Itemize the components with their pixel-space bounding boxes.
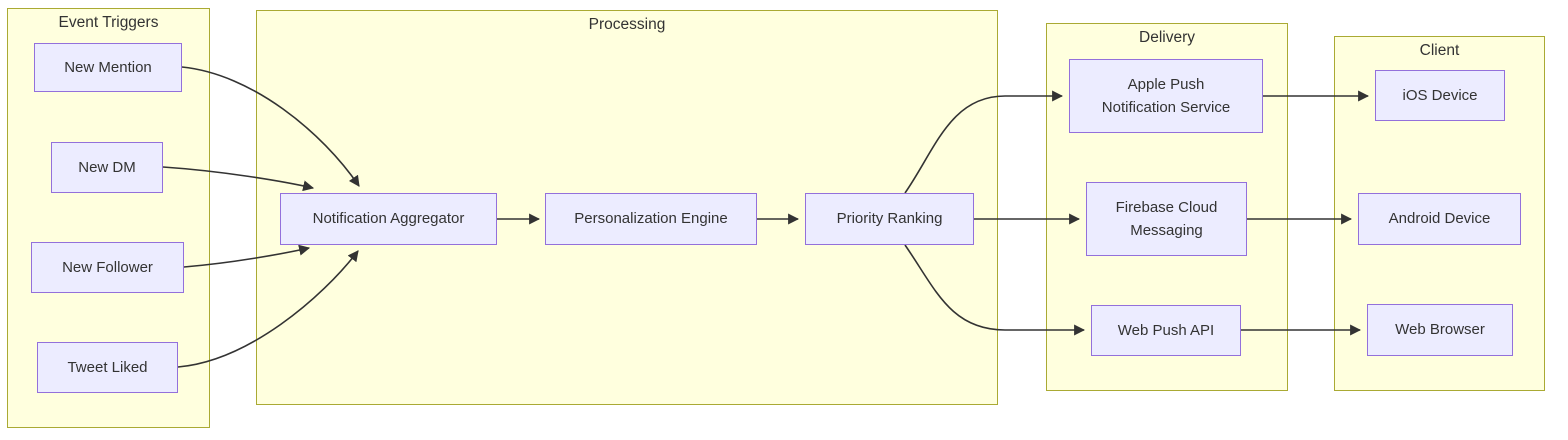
node-firebase-cloud-messaging: Firebase Cloud Messaging <box>1086 182 1247 256</box>
node-personalization-engine: Personalization Engine <box>545 193 757 245</box>
node-ios-device: iOS Device <box>1375 70 1505 121</box>
node-tweet-liked: Tweet Liked <box>37 342 178 393</box>
node-web-push-api: Web Push API <box>1091 305 1241 356</box>
group-title-processing: Processing <box>588 16 666 33</box>
node-apple-push-notification-service: Apple Push Notification Service <box>1069 59 1263 133</box>
group-title-delivery: Delivery <box>1139 29 1195 46</box>
group-title-event-triggers: Event Triggers <box>58 14 159 31</box>
node-android-device: Android Device <box>1358 193 1521 245</box>
node-priority-ranking: Priority Ranking <box>805 193 974 245</box>
node-notification-aggregator: Notification Aggregator <box>280 193 497 245</box>
node-new-dm: New DM <box>51 142 163 193</box>
node-new-mention: New Mention <box>34 43 182 92</box>
group-title-client: Client <box>1419 42 1460 59</box>
node-web-browser: Web Browser <box>1367 304 1513 356</box>
node-new-follower: New Follower <box>31 242 184 293</box>
